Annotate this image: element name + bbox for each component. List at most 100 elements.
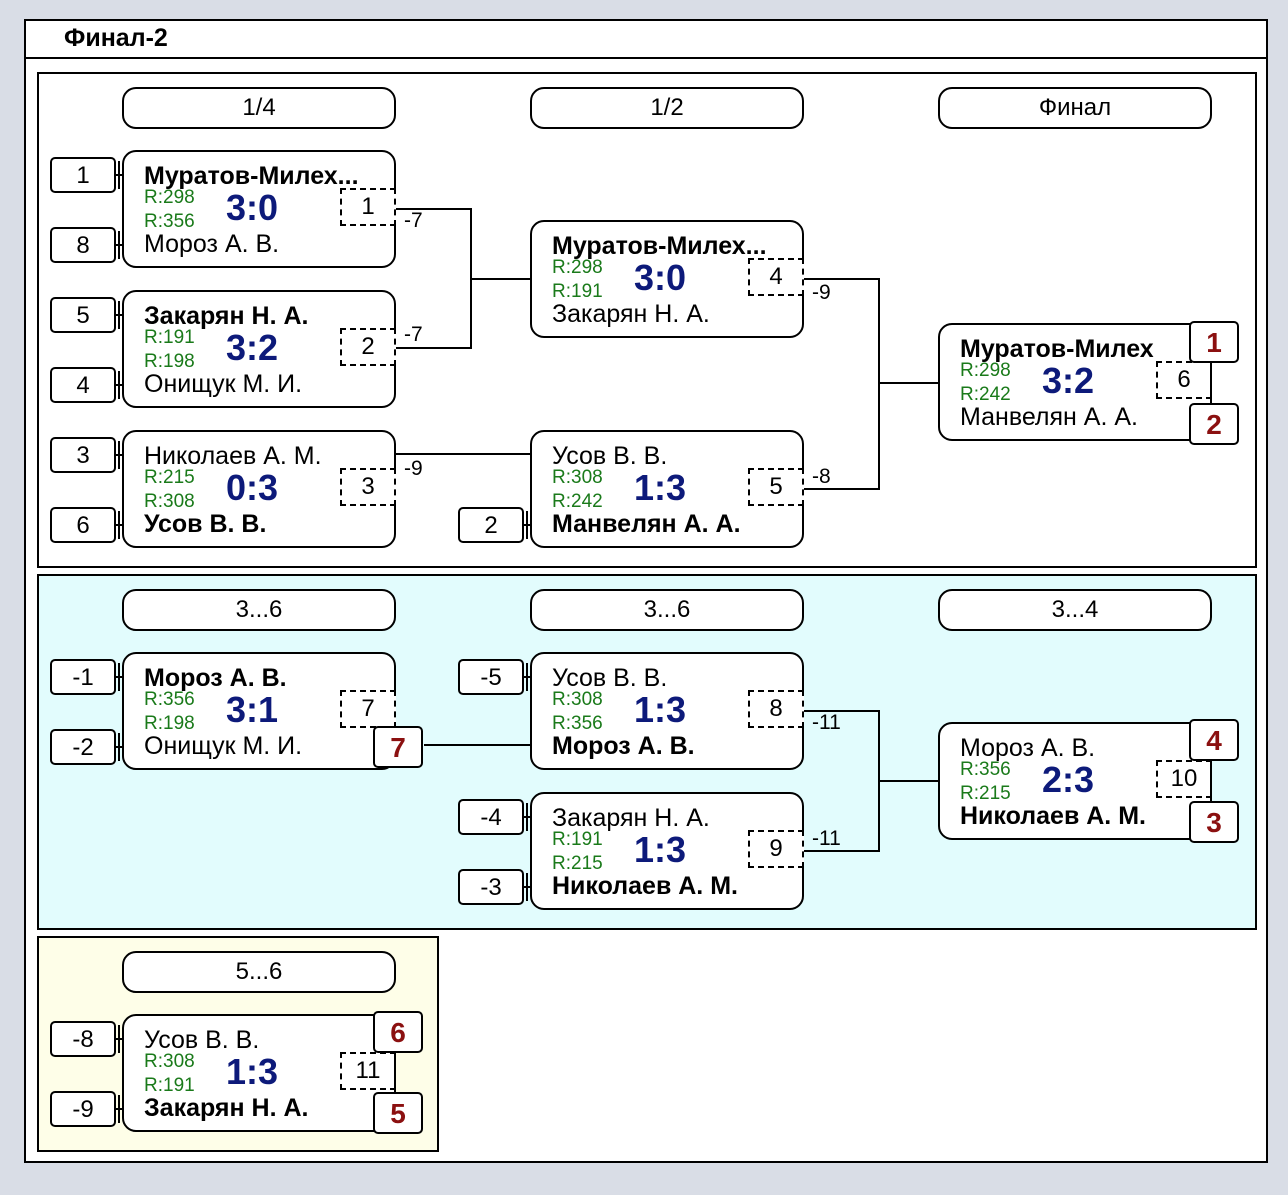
seed-box-s5: 5 xyxy=(50,297,116,333)
seed-tick-6 xyxy=(526,511,528,539)
place-badge-p4: 4 xyxy=(1189,719,1239,761)
seed-tick-5 xyxy=(118,511,120,539)
line-m5-out xyxy=(804,488,880,490)
seed-box-s4: 4 xyxy=(50,367,116,403)
round-header-c34: 3...4 xyxy=(938,589,1212,631)
loser-label-m3: -9 xyxy=(404,457,423,480)
place-badge-p5: 5 xyxy=(373,1092,423,1134)
seed-box-m1: -1 xyxy=(50,659,116,695)
rating-2: R:198 xyxy=(144,351,195,372)
player-2-name: Николаев А. М. xyxy=(960,802,1146,830)
player-1-name: Усов В. В. xyxy=(144,1026,260,1054)
line-m7-to-m8 xyxy=(424,744,530,746)
seed-tick-7 xyxy=(118,663,120,691)
seed-tick-4 xyxy=(118,441,120,469)
seed-tick-1 xyxy=(118,231,120,259)
player-2-name: Усов В. В. xyxy=(144,510,267,538)
player-1-name: Мороз А. В. xyxy=(144,664,287,692)
rating-2: R:356 xyxy=(144,211,195,232)
player-1-name: Закарян Н. А. xyxy=(144,302,309,330)
rating-1: R:308 xyxy=(144,1051,195,1072)
loser-label-m4: -9 xyxy=(812,281,831,304)
player-2-name: Закарян Н. А. xyxy=(552,300,710,328)
seed-box-m3: -3 xyxy=(458,869,524,905)
loser-label-m8: -11 xyxy=(812,711,841,734)
round-header-c36b: 3...6 xyxy=(530,589,804,631)
player-2-name: Онищук М. И. xyxy=(144,370,303,398)
rating-2: R:242 xyxy=(552,491,603,512)
match-score: 3:0 xyxy=(226,187,279,228)
seed-tick-12 xyxy=(118,1025,120,1053)
seed-tick-11 xyxy=(526,873,528,901)
round-header-c36a: 3...6 xyxy=(122,589,396,631)
rating-1: R:356 xyxy=(960,759,1011,780)
line-m3-to-m5 xyxy=(396,453,530,455)
line-m1-out xyxy=(396,208,472,210)
match-score: 2:3 xyxy=(1042,759,1095,800)
seed-box-s8: 8 xyxy=(50,227,116,263)
round-header-sf: 1/2 xyxy=(530,87,804,129)
match-number: 2 xyxy=(340,328,396,366)
match-score: 1:3 xyxy=(634,467,687,508)
line-m6-place-join xyxy=(1210,360,1212,404)
player-1-name: Закарян Н. А. xyxy=(552,804,710,832)
player-2-name: Мороз А. В. xyxy=(144,230,280,258)
seed-tick-13 xyxy=(118,1095,120,1123)
player-1-name: Николаев А. М. xyxy=(144,442,322,470)
match-score: 0:3 xyxy=(226,467,279,508)
place-badge-p1: 1 xyxy=(1189,321,1239,363)
rating-1: R:298 xyxy=(960,360,1011,381)
player-2-name: Манвелян А. А. xyxy=(960,403,1138,431)
line-m11-place-join xyxy=(394,1052,396,1092)
seed-box-m4: -4 xyxy=(458,799,524,835)
match-number: 7 xyxy=(340,690,396,728)
seed-box-s6: 6 xyxy=(50,507,116,543)
player-1-name: Муратов-Милех... xyxy=(144,162,359,190)
place-badge-p6: 6 xyxy=(373,1011,423,1053)
rating-2: R:356 xyxy=(552,713,603,734)
rating-1: R:298 xyxy=(552,257,603,278)
rating-2: R:215 xyxy=(552,853,603,874)
rating-2: R:191 xyxy=(144,1075,195,1096)
seed-tick-2 xyxy=(118,301,120,329)
loser-label-m2: -7 xyxy=(404,323,423,346)
match-number: 4 xyxy=(748,258,804,296)
match-score: 1:3 xyxy=(226,1051,279,1092)
page-title: Финал-2 xyxy=(64,24,168,52)
line-m10-place-join xyxy=(1210,760,1212,802)
match-score: 3:2 xyxy=(226,327,279,368)
seed-box-s3: 3 xyxy=(50,437,116,473)
player-1-name: Муратов-Милех... xyxy=(552,232,767,260)
match-number: 11 xyxy=(340,1052,396,1090)
match-number: 1 xyxy=(340,188,396,226)
seed-box-m9: -9 xyxy=(50,1091,116,1127)
loser-label-m9: -11 xyxy=(812,827,841,850)
player-2-name: Николаев А. М. xyxy=(552,872,738,900)
player-2-name: Мороз А. В. xyxy=(552,732,695,760)
player-2-name: Закарян Н. А. xyxy=(144,1094,309,1122)
round-header-c56: 5...6 xyxy=(122,951,396,993)
seed-tick-0 xyxy=(118,161,120,189)
loser-label-m1: -7 xyxy=(404,209,423,232)
player-1-name: Мороз А. В. xyxy=(960,734,1096,762)
seed-tick-3 xyxy=(118,371,120,399)
match-number: 3 xyxy=(340,468,396,506)
rating-1: R:298 xyxy=(144,187,195,208)
seed-tick-10 xyxy=(526,803,528,831)
line-to-m10 xyxy=(878,780,938,782)
rating-1: R:308 xyxy=(552,467,603,488)
match-number: 9 xyxy=(748,830,804,868)
rating-1: R:308 xyxy=(552,689,603,710)
seed-box-m5: -5 xyxy=(458,659,524,695)
rating-2: R:308 xyxy=(144,491,195,512)
seed-tick-9 xyxy=(526,663,528,691)
match-number: 5 xyxy=(748,468,804,506)
seed-box-m2: -2 xyxy=(50,729,116,765)
place-badge-p3: 3 xyxy=(1189,801,1239,843)
rating-2: R:191 xyxy=(552,281,603,302)
player-2-name: Манвелян А. А. xyxy=(552,510,741,538)
match-number: 6 xyxy=(1156,361,1212,399)
player-1-name: Усов В. В. xyxy=(552,442,668,470)
line-sf-join xyxy=(878,278,880,490)
seed-box-m8: -8 xyxy=(50,1021,116,1057)
